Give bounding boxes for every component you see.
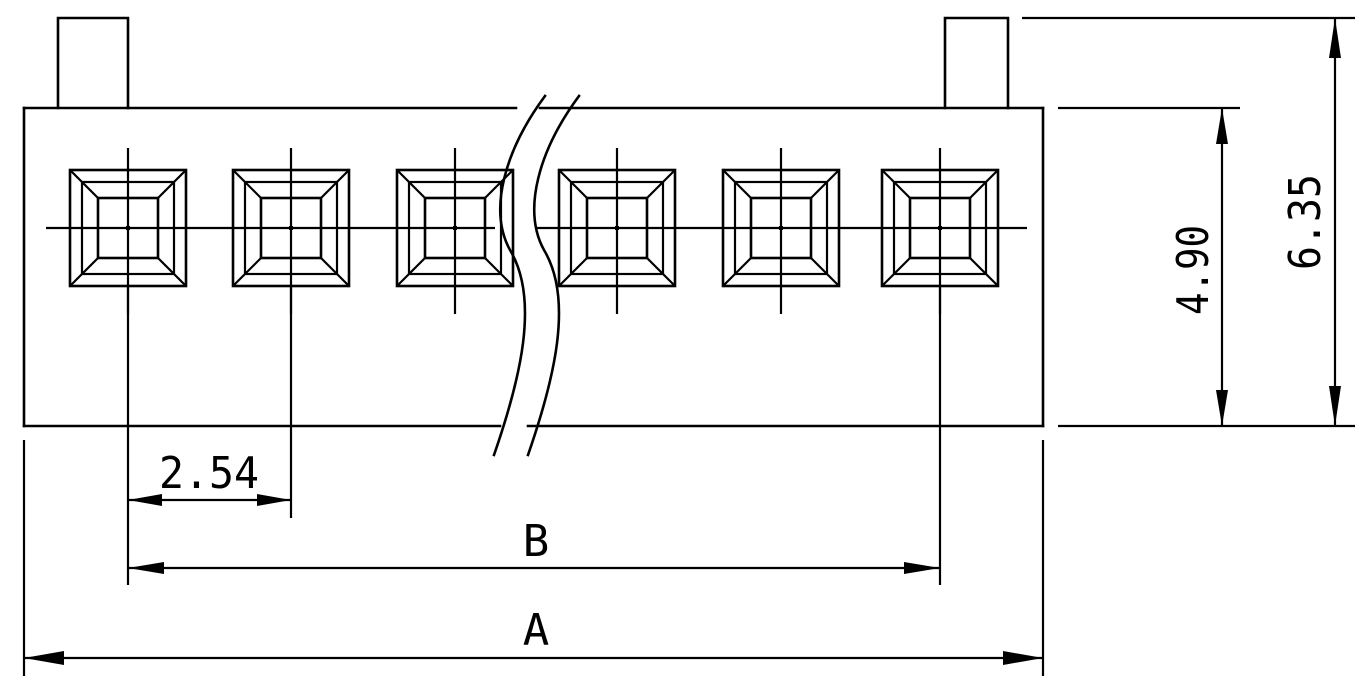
contact-pin — [395, 148, 515, 314]
contact-row — [68, 148, 1000, 314]
contact-pin — [557, 148, 677, 314]
dimension-a: A — [24, 605, 1043, 665]
pitch-label: 2.54 — [159, 448, 259, 499]
left-post — [56, 16, 130, 110]
extension-lines-right — [1022, 16, 1355, 428]
height-dimension-body: 4.90 — [1168, 108, 1228, 426]
pitch-dimension: 2.54 — [128, 448, 291, 506]
dimension-a-label: A — [523, 605, 550, 656]
height-total-label: 6.35 — [1280, 174, 1331, 270]
height-body-label: 4.90 — [1168, 225, 1219, 315]
connector-body — [22, 106, 1045, 428]
contact-pin — [68, 148, 188, 314]
dimension-b-label: B — [523, 516, 550, 567]
contact-pin — [721, 148, 841, 314]
extension-lines-bottom — [22, 285, 1045, 676]
right-post — [943, 16, 1010, 110]
break-lines — [492, 94, 581, 457]
dimension-b: B — [128, 516, 940, 574]
height-dimension-total: 6.35 — [1280, 18, 1341, 426]
